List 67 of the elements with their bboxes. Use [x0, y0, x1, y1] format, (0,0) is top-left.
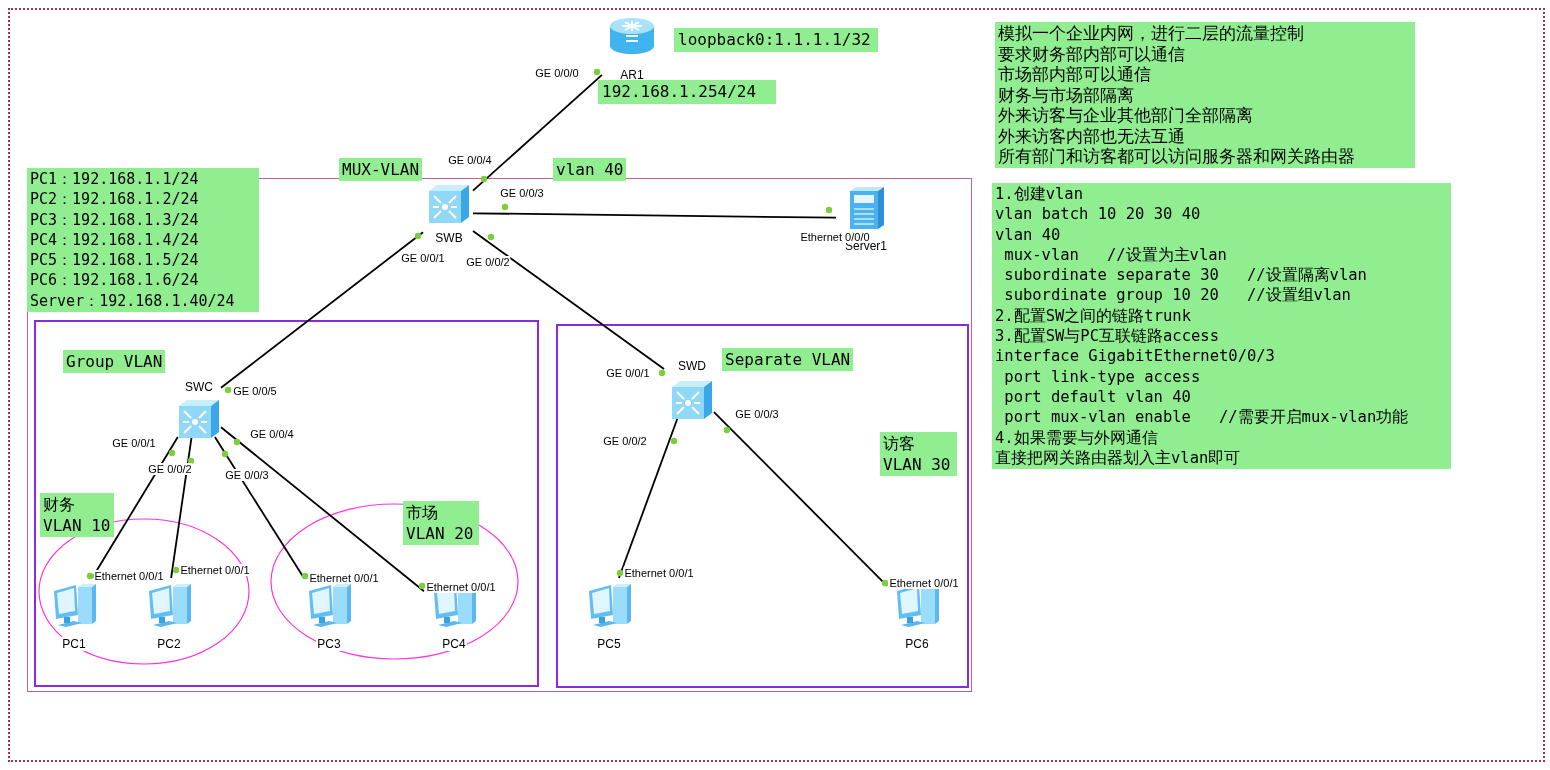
cable-line [220, 231, 424, 389]
config-text: 直接把网关路由器划入主vlan即可 [995, 447, 1242, 469]
port-label: Ethernet 0/0/1 [425, 581, 497, 593]
requirement-text: 所有部门和访客都可以访问服务器和网关路由器 [998, 146, 1356, 167]
requirement-text: 市场部内部可以通信 [998, 64, 1152, 85]
device-name: PC4 [441, 637, 467, 651]
port-label: GE 0/0/1 [111, 437, 157, 449]
device-name: PC2 [156, 637, 182, 651]
config-text: vlan batch 10 20 30 40 [995, 204, 1202, 225]
port-label: Ethernet 0/0/1 [888, 577, 960, 589]
port-label: GE 0/0/3 [499, 187, 545, 199]
ip-address-text: PC6：192.168.1.6/24 [30, 270, 200, 291]
cable-line [214, 436, 305, 579]
config-text: vlan 40 [995, 224, 1062, 245]
config-text: port link-type access [1003, 366, 1202, 387]
requirement-text: 外来访客内部也无法互通 [998, 125, 1186, 146]
config-text: 1.创建vlan [995, 184, 1084, 205]
port-label: Ethernet 0/0/0 [799, 231, 871, 243]
device-name: PC3 [316, 637, 342, 651]
cable-line [472, 212, 837, 219]
cable-line [170, 436, 193, 579]
config-text: subordinate group 10 20 //设置组vlan [1003, 285, 1352, 306]
port-label: GE 0/0/2 [602, 435, 648, 447]
device-name: PC5 [596, 637, 622, 651]
vlan-label: 市场 VLAN 20 [403, 501, 479, 545]
config-text: interface GigabitEthernet0/0/3 [995, 346, 1276, 367]
requirement-text: 外来访客与企业其他部门全部隔离 [998, 105, 1254, 126]
config-text: 4.如果需要与外网通信 [995, 427, 1159, 448]
ip-address-text: PC4：192.168.1.4/24 [30, 229, 200, 251]
requirement-text: 财务与市场部隔离 [998, 84, 1135, 105]
port-label: GE 0/0/3 [224, 469, 270, 481]
ip-address-text: PC1：192.168.1.1/24 [30, 169, 200, 190]
port-label: GE 0/0/2 [147, 463, 193, 475]
device-name: PC6 [904, 637, 930, 651]
cable-line [220, 426, 425, 593]
vlan-label: Group VLAN [63, 350, 166, 373]
cable-line [472, 74, 603, 192]
port-label: GE 0/0/2 [465, 256, 511, 268]
ip-address-text: PC5：192.168.1.5/24 [30, 250, 200, 271]
ip-address-text: loopback0:1.1.1.1/32 [674, 28, 878, 52]
config-text: mux-vlan //设置为主vlan [1003, 244, 1228, 266]
ip-address-text: 192.168.1.254/24 [598, 80, 776, 104]
vlan-label: vlan 40 [553, 158, 627, 181]
device-name: SWD [677, 359, 707, 373]
config-text: subordinate separate 30 //设置隔离vlan [1003, 265, 1368, 286]
device-name: SWC [184, 380, 214, 394]
ip-address-text: Server：192.168.1.40/24 [30, 290, 236, 312]
cable-line [472, 230, 665, 370]
config-text: 2.配置SW之间的链路trunk [995, 305, 1192, 327]
vlan-label: MUX-VLAN [339, 158, 423, 181]
requirement-text: 要求财务部内部可以通信 [998, 43, 1186, 64]
vlan-label: Separate VLAN [722, 348, 854, 371]
vlan-label: 财务 VLAN 10 [40, 493, 114, 537]
config-text: port mux-vlan enable //需要开启mux-vlan功能 [1003, 407, 1410, 428]
ip-address-text: PC2：192.168.1.2/24 [30, 189, 200, 210]
port-label: Ethernet 0/0/1 [93, 570, 165, 582]
device-name: PC1 [61, 637, 87, 651]
requirement-text: 模拟一个企业内网，进行二层的流量控制 [998, 23, 1305, 44]
vlan-label: 访客 VLAN 30 [880, 432, 957, 476]
config-text: 3.配置SW与PC互联链路access [995, 326, 1220, 347]
port-label: GE 0/0/1 [400, 252, 446, 264]
device-name: SWB [434, 231, 464, 245]
ip-address-text: PC3：192.168.1.3/24 [30, 209, 200, 230]
port-label: GE 0/0/3 [734, 408, 780, 420]
cable-line [618, 417, 679, 579]
config-text: port default vlan 40 [1003, 386, 1192, 408]
port-label: GE 0/0/4 [249, 428, 295, 440]
